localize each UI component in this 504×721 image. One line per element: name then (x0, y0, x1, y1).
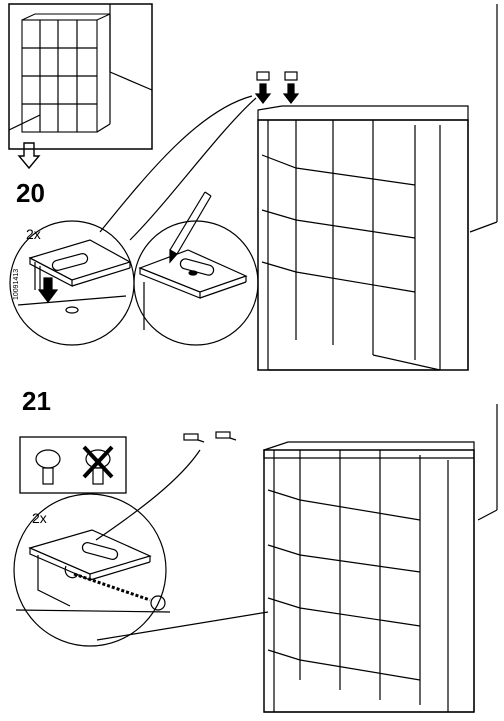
callout-line (99, 95, 253, 233)
bracket-position-icon (254, 71, 300, 104)
pencil-icon (169, 191, 212, 264)
down-outline-arrow-icon (17, 142, 41, 170)
wall-bracket-detail-circle (13, 493, 171, 647)
shelf-unit-step21 (263, 441, 475, 713)
screw-comparison-box (19, 436, 127, 494)
part-code-label: 10091413 (13, 268, 20, 300)
step-number-20: 20 (16, 178, 45, 208)
screw-icon (73, 572, 166, 611)
callout-line (129, 97, 257, 241)
shelf-unit-step20 (257, 105, 469, 371)
prohibited-cross-icon (82, 445, 114, 479)
quantity-label: 2x (26, 226, 41, 242)
callout-line (95, 449, 201, 541)
quantity-label: 2x (32, 510, 47, 526)
step-number-21: 21 (22, 386, 51, 416)
overview-inset (8, 3, 153, 150)
screw-position-icon (183, 431, 237, 443)
